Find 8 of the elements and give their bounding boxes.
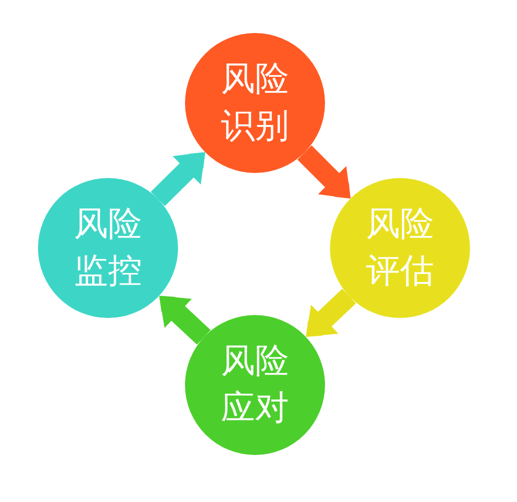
arrow bbox=[150, 152, 206, 206]
arrow bbox=[159, 296, 211, 345]
node-label: 风险评估 bbox=[365, 203, 435, 293]
node-label: 风险识别 bbox=[220, 58, 290, 148]
node-label: 风险监控 bbox=[73, 203, 143, 293]
arrow bbox=[297, 145, 350, 198]
arrow bbox=[306, 288, 356, 337]
node-label: 风险应对 bbox=[220, 340, 290, 430]
